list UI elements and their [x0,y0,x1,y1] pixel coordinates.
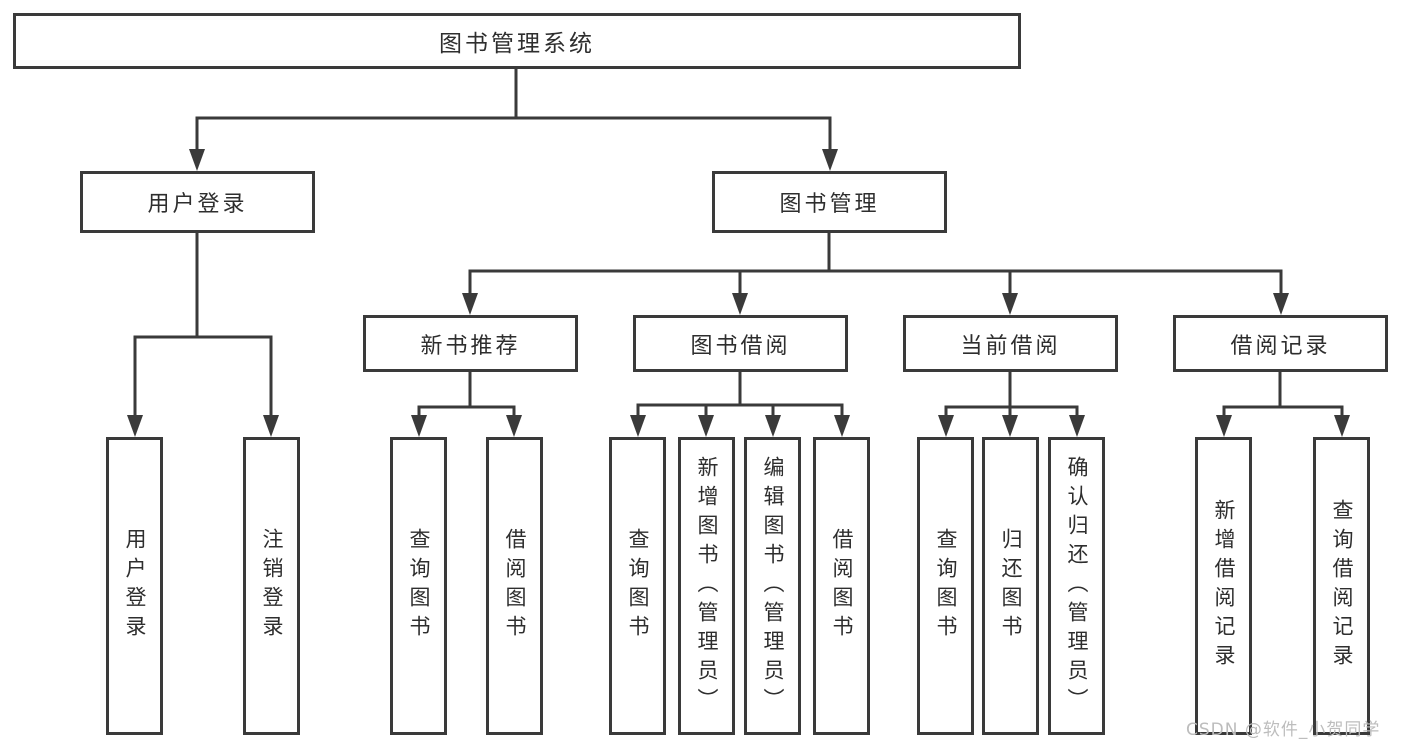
leaf-current-query-book-label: 查询图书 [934,528,958,644]
node-book-management: 图书管理 [712,171,947,233]
leaf-borrow-query-book: 查询图书 [609,437,666,735]
node-system-root: 图书管理系统 [13,13,1021,69]
leaf-query-borrow-record: 查询借阅记录 [1313,437,1370,735]
leaf-borrow-query-book-label: 查询图书 [626,528,650,644]
leaf-current-query-book: 查询图书 [917,437,974,735]
leaf-return-book: 归还图书 [982,437,1039,735]
leaf-recommend-borrow-book-label: 借阅图书 [503,528,527,644]
node-new-book-recommend: 新书推荐 [363,315,578,372]
node-user-login: 用户登录 [80,171,315,233]
leaf-recommend-query-book: 查询图书 [390,437,447,735]
node-borrow-records: 借阅记录 [1173,315,1388,372]
leaf-add-book-admin: 新增图书（管理员） [678,437,735,735]
leaf-query-borrow-record-label: 查询借阅记录 [1330,499,1354,673]
leaf-recommend-borrow-book: 借阅图书 [486,437,543,735]
leaf-confirm-return-admin: 确认归还（管理员） [1048,437,1105,735]
leaf-user-login: 用户登录 [106,437,163,735]
csdn-watermark: CSDN @软件_小贺同学 [1186,720,1381,740]
node-book-borrow: 图书借阅 [633,315,848,372]
leaf-return-book-label: 归还图书 [999,528,1023,644]
leaf-recommend-query-book-label: 查询图书 [407,528,431,644]
leaf-logout-label: 注销登录 [260,528,284,644]
leaf-borrow-book-label: 借阅图书 [830,528,854,644]
leaf-add-borrow-record-label: 新增借阅记录 [1212,499,1236,673]
leaf-borrow-book: 借阅图书 [813,437,870,735]
leaf-logout: 注销登录 [243,437,300,735]
leaf-confirm-return-admin-label: 确认归还（管理员） [1065,455,1089,717]
leaf-add-borrow-record: 新增借阅记录 [1195,437,1252,735]
arrowheads [127,149,1350,437]
leaf-user-login-label: 用户登录 [123,528,147,644]
leaf-add-book-admin-label: 新增图书（管理员） [695,455,719,717]
node-current-borrow: 当前借阅 [903,315,1118,372]
leaf-edit-book-admin-label: 编辑图书（管理员） [761,455,785,717]
leaf-edit-book-admin: 编辑图书（管理员） [744,437,801,735]
